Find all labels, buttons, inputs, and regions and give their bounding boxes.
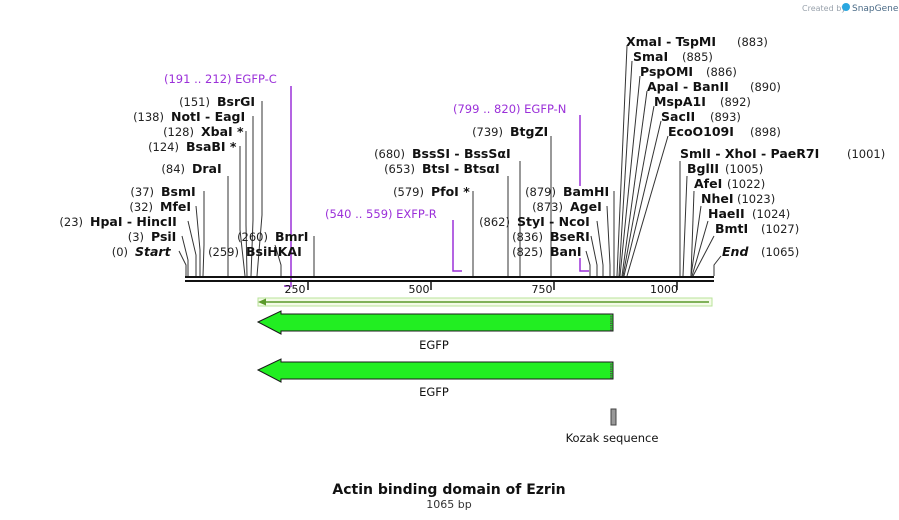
map-title: Actin binding domain of Ezrin [332, 482, 565, 498]
site-name[interactable]: MfeI [160, 199, 191, 214]
site-name[interactable]: XbaI * [201, 124, 244, 139]
primer-exfp-r[interactable] [452, 220, 462, 272]
site-position: (579) [393, 185, 424, 199]
credit-badge: Created by SnapGene [802, 3, 899, 14]
primer-egfp-n[interactable] [579, 115, 589, 272]
site-position: (879) [525, 185, 556, 199]
site-position: (32) [129, 200, 153, 214]
site-name[interactable]: End [722, 244, 749, 259]
site-name[interactable]: SmlI - XhoI - PaeR7I [680, 146, 819, 161]
snapgene-logo-icon [842, 3, 850, 11]
feature-label: EGFP [419, 338, 449, 352]
feature-egfp-1[interactable] [256, 310, 614, 335]
site-position: (3) [128, 230, 144, 244]
site-name[interactable]: AfeI [694, 176, 722, 191]
tick-label: 500 [409, 283, 430, 296]
site-name[interactable]: BssSI - BssSαI [412, 146, 511, 161]
site-name[interactable]: BanI [550, 244, 582, 259]
tick-label: 1000 [650, 283, 678, 296]
site-position: (1005) [725, 162, 763, 176]
site-name[interactable]: BsmI [161, 184, 196, 199]
site-position: (739) [472, 125, 503, 139]
site-position: (1024) [752, 207, 790, 221]
orf-line[interactable] [257, 297, 713, 307]
site-name[interactable]: XmaI - TspMI [626, 34, 716, 49]
primer-label: (799 .. 820) EGFP-N [453, 102, 566, 116]
sequence-backbone [185, 276, 714, 282]
credit-text: Created by [802, 4, 846, 13]
primer-label: (540 .. 559) EXFP-R [325, 207, 437, 221]
site-name[interactable]: AgeI [570, 199, 602, 214]
site-position: (890) [750, 80, 781, 94]
site-position: (124) [148, 140, 179, 154]
site-name[interactable]: PspOMI [640, 64, 693, 79]
site-position: (883) [737, 35, 768, 49]
site-position: (653) [384, 162, 415, 176]
site-position: (1023) [737, 192, 775, 206]
tick-label: 250 [285, 283, 306, 296]
site-position: (898) [750, 125, 781, 139]
site-position: (893) [710, 110, 741, 124]
site-position: (259) [208, 245, 239, 259]
site-name[interactable]: EcoO109I [668, 124, 734, 139]
site-position: (1001) [847, 147, 885, 161]
site-name[interactable]: BsaBI * [186, 139, 237, 154]
site-name[interactable]: BsiHKAI [246, 244, 302, 259]
site-name[interactable]: BtgZI [510, 124, 548, 139]
site-position: (151) [179, 95, 210, 109]
site-name[interactable]: BtsI - BtsαI [422, 161, 500, 176]
site-name[interactable]: Start [135, 244, 172, 259]
site-position: (0) [112, 245, 128, 259]
primer-label: (191 .. 212) EGFP-C [164, 72, 277, 86]
ruler [307, 282, 678, 290]
map-length: 1065 bp [426, 498, 471, 511]
site-name[interactable]: NotI - EagI [171, 109, 245, 124]
feature-egfp-2[interactable] [256, 358, 614, 383]
site-position: (862) [479, 215, 510, 229]
site-position: (1027) [761, 222, 799, 236]
site-position: (1065) [761, 245, 799, 259]
site-leaders [178, 45, 722, 277]
site-position: (260) [237, 230, 268, 244]
site-name[interactable]: ApaI - BanII [647, 79, 729, 94]
site-labels: (0) Start (3) PsiI (23) HpaI - HincII (3… [59, 34, 885, 259]
site-position: (128) [163, 125, 194, 139]
site-name[interactable]: BsrGI [217, 94, 255, 109]
site-name[interactable]: HpaI - HincII [90, 214, 177, 229]
site-position: (1022) [727, 177, 765, 191]
site-name[interactable]: BglII [687, 161, 719, 176]
site-name[interactable]: BseRI [550, 229, 590, 244]
site-name[interactable]: SmaI [633, 49, 668, 64]
site-name[interactable]: BamHI [563, 184, 609, 199]
site-position: (84) [161, 162, 185, 176]
site-position: (836) [512, 230, 543, 244]
site-position: (892) [720, 95, 751, 109]
site-position: (680) [374, 147, 405, 161]
site-name[interactable]: MspA1I [654, 94, 706, 109]
feature-label: Kozak sequence [566, 431, 659, 445]
feature-label: EGFP [419, 385, 449, 399]
site-name[interactable]: HaeII [708, 206, 745, 221]
site-position: (825) [512, 245, 543, 259]
site-position: (886) [706, 65, 737, 79]
brand-name: SnapGene [852, 4, 899, 14]
site-position: (37) [130, 185, 154, 199]
site-name[interactable]: PfoI * [431, 184, 470, 199]
feature-kozak[interactable] [610, 408, 617, 426]
site-name[interactable]: PsiI [151, 229, 176, 244]
site-name[interactable]: NheI [701, 191, 734, 206]
site-name[interactable]: StyI - NcoI [517, 214, 590, 229]
site-name[interactable]: SacII [661, 109, 695, 124]
site-position: (873) [532, 200, 563, 214]
primers [284, 86, 589, 287]
tick-label: 750 [532, 283, 553, 296]
site-position: (23) [59, 215, 83, 229]
site-name[interactable]: BmtI [715, 221, 748, 236]
site-position: (138) [133, 110, 164, 124]
site-name[interactable]: BmrI [275, 229, 308, 244]
site-position: (885) [682, 50, 713, 64]
site-name[interactable]: DraI [192, 161, 222, 176]
primer-egfp-c[interactable] [284, 86, 292, 287]
